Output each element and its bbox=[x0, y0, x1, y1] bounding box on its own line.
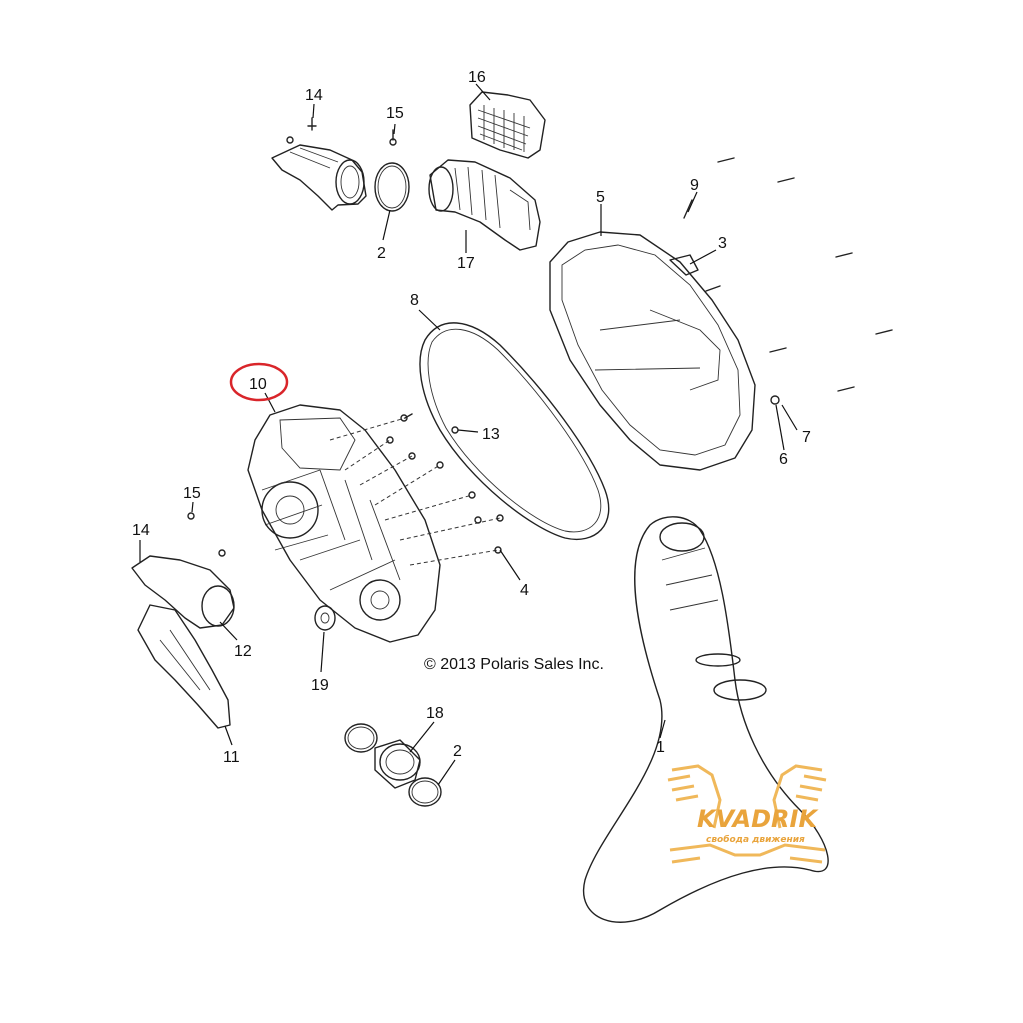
callout-6: 6 bbox=[779, 451, 788, 468]
callout-2-bottom: 2 bbox=[453, 743, 462, 760]
exhaust-hose-part bbox=[582, 516, 829, 923]
callout-15-top: 15 bbox=[386, 105, 404, 122]
watermark-brand: KVADRIK bbox=[697, 805, 819, 833]
outer-cover-bolts bbox=[669, 157, 893, 392]
callout-14-top: 14 bbox=[305, 87, 323, 104]
callout-1: 1 bbox=[656, 739, 665, 756]
seal-washer-part bbox=[314, 605, 336, 631]
callout-16: 16 bbox=[468, 69, 486, 86]
callout-5: 5 bbox=[596, 189, 605, 206]
callout-2-top: 2 bbox=[377, 245, 386, 262]
kvadrik-watermark-logo: KVADRIK свобода движения bbox=[667, 764, 827, 864]
bolt-part bbox=[307, 117, 397, 146]
outlet-duct-part bbox=[428, 159, 541, 251]
callout-19: 19 bbox=[311, 677, 329, 694]
drive-belt-part bbox=[419, 322, 610, 541]
leader-lines bbox=[139, 83, 798, 786]
highlight-circle bbox=[229, 362, 289, 402]
callout-4: 4 bbox=[520, 582, 529, 599]
intake-duct-part bbox=[271, 136, 367, 211]
watermark-tagline: свобода движения bbox=[706, 834, 805, 845]
coupler-boot-part bbox=[344, 723, 442, 807]
inner-cover-bolts bbox=[386, 413, 504, 554]
callout-7: 7 bbox=[802, 429, 811, 446]
callout-17: 17 bbox=[457, 255, 475, 272]
callout-9: 9 bbox=[690, 177, 699, 194]
callout-15-left: 15 bbox=[183, 485, 201, 502]
lower-intake-duct-part bbox=[131, 512, 235, 629]
intake-screen-part bbox=[469, 91, 546, 159]
callout-labels: 14 15 16 2 17 5 9 3 8 10 13 6 7 4 15 14 … bbox=[132, 69, 811, 766]
heat-shield-part bbox=[137, 604, 231, 729]
inner-clutch-cover-part bbox=[247, 404, 441, 643]
callout-14-left: 14 bbox=[132, 522, 150, 539]
callout-11: 11 bbox=[223, 749, 240, 766]
outer-clutch-cover-part bbox=[549, 231, 780, 471]
callout-12: 12 bbox=[234, 643, 252, 660]
callout-13: 13 bbox=[482, 426, 500, 443]
callout-18: 18 bbox=[426, 705, 444, 722]
callout-3: 3 bbox=[718, 235, 727, 252]
fastener-guide-lines bbox=[329, 417, 501, 566]
callout-8: 8 bbox=[410, 292, 419, 309]
hose-clamp-part bbox=[374, 162, 410, 212]
callout-10: 10 bbox=[249, 376, 267, 393]
copyright-notice: © 2013 Polaris Sales Inc. bbox=[424, 656, 604, 673]
